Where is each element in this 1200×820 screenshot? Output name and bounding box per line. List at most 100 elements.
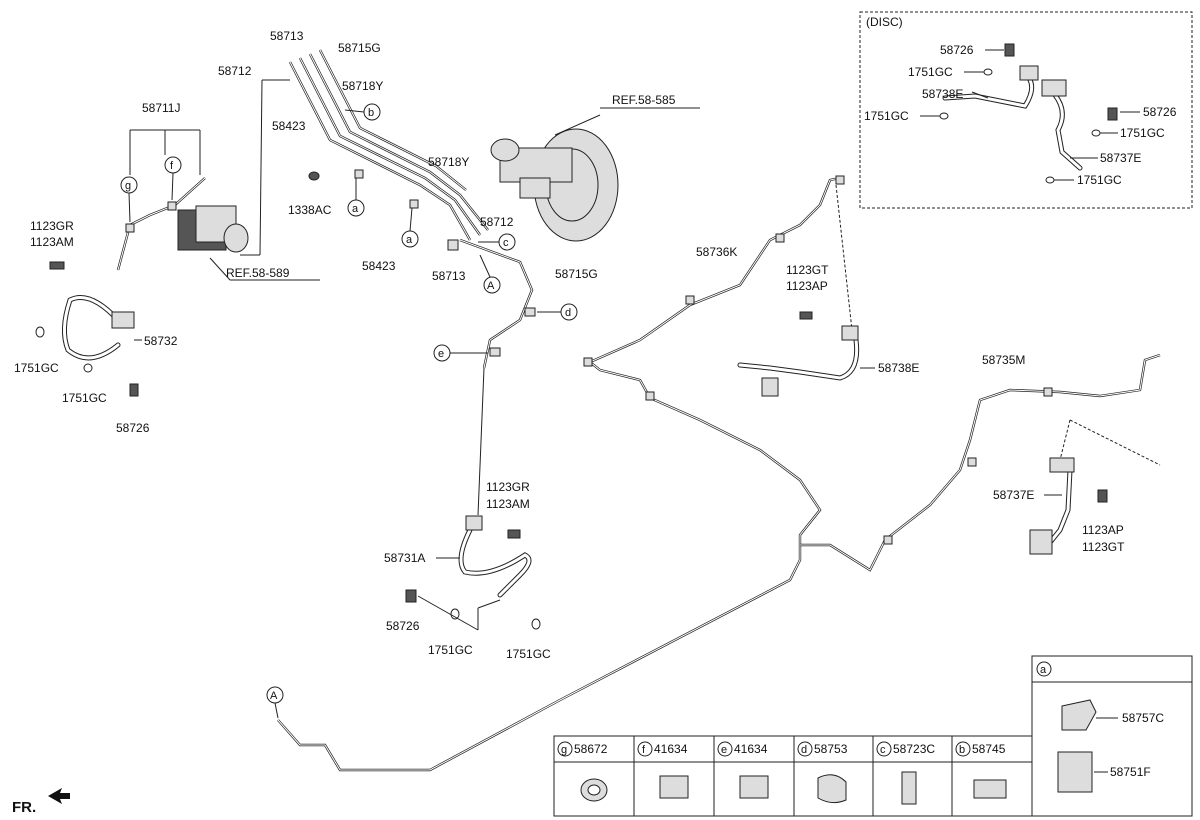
rear-caliper-fitting: [1029, 529, 1053, 555]
disc-bolt-icon-b: [1107, 107, 1118, 121]
svg-text:A: A: [270, 690, 278, 702]
washer-icon-left-a: [35, 326, 45, 338]
legend-part-41634-e: 41634: [734, 742, 768, 756]
svg-text:g: g: [125, 180, 131, 192]
legend-letter-b: [955, 741, 971, 757]
legend-letter-c: [876, 741, 892, 757]
label-1123GT-mid: 1123GT: [786, 263, 829, 277]
label-ref-58-585: REF.58-585: [612, 93, 676, 107]
rear-hose-58738E: [737, 311, 875, 397]
bolt-icon-left-lower: [129, 383, 139, 397]
front-brake-hose-58732: [62, 295, 121, 361]
clip-icon-rear-5: [883, 535, 893, 545]
label-58737E-right: 58737E: [993, 488, 1034, 502]
abs-module: [177, 205, 320, 281]
legend-part-58751F: 58751F: [1110, 765, 1151, 779]
label-disc-1751GC-c: 1751GC: [1120, 126, 1165, 140]
legend-letter-f: [637, 741, 653, 757]
bolt-icon-lower-left: [405, 589, 417, 603]
clip-icon-a1: [354, 169, 364, 179]
clip-icon-g: [125, 223, 135, 233]
disc-inset-title: (DISC): [866, 15, 903, 29]
svg-text:c: c: [880, 744, 886, 756]
label-1123GR-left: 1123GR: [30, 219, 74, 233]
disc-bolt-icon-a: [1004, 43, 1015, 57]
washer-icon-lower-a: [450, 608, 460, 620]
svg-text:f: f: [642, 744, 646, 756]
clip-icon-f: [167, 201, 177, 211]
reservoir-cap-icon: [490, 138, 520, 162]
svg-text:e: e: [721, 744, 727, 756]
disc-inset: (DISC) 58726 1751GC 58738E 1751GC 58726 …: [859, 11, 1193, 209]
label-1751GC-left-1: 1751GC: [14, 361, 59, 375]
clip-58751F-icon: [1057, 751, 1093, 793]
rear-hose-bracket-right: [1049, 457, 1075, 473]
label-ref-58-589: REF.58-589: [226, 266, 290, 280]
legend-letter-d: [797, 741, 813, 757]
label-58715G-top: 58715G: [338, 41, 381, 55]
hose-bracket-left: [111, 311, 135, 329]
rear-hose-bracket-b: [761, 377, 779, 397]
callouts: b a a c A d e f g A: [120, 103, 578, 719]
parts-legend: g 58672 f 41634 e 41634 d 58753 c 58723C…: [553, 735, 1033, 817]
upper-pipe-bundle: [116, 49, 536, 369]
clip-icon-rear-1: [685, 295, 695, 305]
clip-icon-rear-2: [775, 233, 785, 243]
clip-c-icon: [901, 771, 917, 805]
label-disc-58737E: 58737E: [1100, 151, 1141, 165]
clip-icon-rear-7: [1043, 387, 1053, 397]
washer-icon-lower-b: [531, 618, 541, 630]
label-58718Y-mid: 58718Y: [428, 155, 469, 169]
left-front-hose-assembly: [35, 261, 142, 397]
label-58423-mid: 58423: [362, 259, 396, 273]
label-1751GC-left-2: 1751GC: [62, 391, 107, 405]
svg-text:g: g: [561, 744, 567, 756]
clip-icon-e: [489, 347, 501, 357]
label-58712-mid: 58712: [480, 215, 514, 229]
clip-b-icon: [973, 779, 1007, 799]
legend-letter-g: [557, 741, 573, 757]
rear-pipes: [277, 175, 1161, 772]
legend-part-58723C: 58723C: [893, 742, 935, 756]
label-58713-top: 58713: [270, 29, 304, 43]
lower-hose-58731A: [405, 367, 541, 631]
label-1123AM-left: 1123AM: [30, 235, 74, 249]
disc-inset-border: [859, 11, 1193, 209]
label-58423-top: 58423: [272, 119, 306, 133]
legend-part-41634-f: 41634: [654, 742, 688, 756]
label-1751GC-low-1: 1751GC: [428, 643, 473, 657]
label-1123GT-right: 1123GT: [1082, 540, 1125, 554]
legend-part-58757C: 58757C: [1122, 711, 1164, 725]
label-disc-58726-a: 58726: [940, 43, 974, 57]
clip-e-icon: [739, 775, 769, 799]
label-1123AM-low: 1123AM: [486, 497, 530, 511]
bolt-icon-rear-right: [1097, 489, 1108, 503]
svg-text:b: b: [368, 107, 374, 119]
clip-icon-rear-8: [835, 175, 845, 185]
callout-A-1[interactable]: [483, 276, 501, 294]
label-disc-58726-b: 58726: [1143, 105, 1177, 119]
disc-washer-icon-b: [939, 112, 949, 120]
clamp-d-icon: [817, 774, 847, 804]
bolt-icon-rear-mid: [799, 311, 813, 320]
rear-hose-58737E: [1029, 457, 1108, 555]
svg-text:a: a: [352, 203, 359, 215]
disc-washer-icon-c: [1091, 129, 1101, 137]
parts-legend-a: a 58757C 58751F: [1031, 655, 1193, 817]
label-disc-1751GC-b: 1751GC: [864, 109, 909, 123]
label-58731A: 58731A: [384, 551, 425, 565]
washer-icon-left-b: [83, 363, 93, 373]
label-disc-1751GC-d: 1751GC: [1077, 173, 1122, 187]
svg-text:f: f: [170, 160, 174, 172]
lower-hose-bracket: [465, 515, 483, 531]
label-1751GC-low-2: 1751GC: [506, 647, 551, 661]
label-58736K: 58736K: [696, 245, 737, 259]
svg-text:d: d: [801, 744, 807, 756]
svg-text:a: a: [406, 234, 413, 246]
svg-text:e: e: [438, 348, 444, 360]
label-1338AC: 1338AC: [288, 203, 332, 217]
svg-text:A: A: [487, 280, 495, 292]
label-58732: 58732: [144, 334, 178, 348]
label-58715G-mid: 58715G: [555, 267, 598, 281]
